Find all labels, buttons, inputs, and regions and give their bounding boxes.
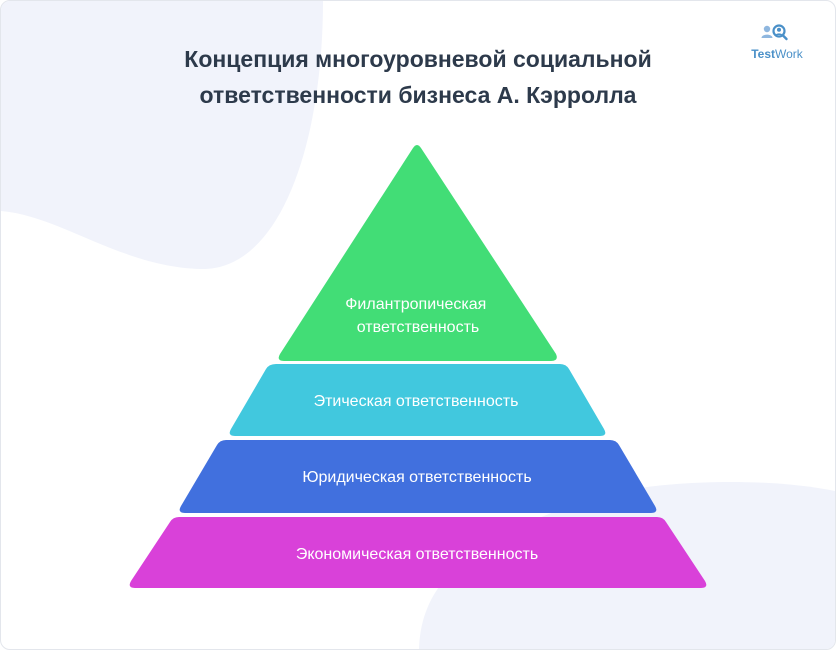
brand-logo: TestWork [747,23,807,63]
logo-text-light: Work [775,47,803,61]
tier-philanthropic [278,145,557,361]
tier-legal-label: Юридическая ответственность [302,469,531,486]
logo-text: TestWork [751,47,803,61]
tier-ethical-label: Этическая ответственность [314,393,519,410]
tier-ethical [229,364,606,436]
tier-philanthropic-label-line-1: Филантропическая [345,296,486,313]
tier-economic [129,517,707,588]
people-search-icon [761,24,788,41]
title-line-1: Концепция многоуровневой социальной [184,46,652,72]
tier-economic-label: Экономическая ответственность [296,546,538,563]
title-line-2: ответственности бизнеса А. Кэрролла [199,82,637,108]
logo-text-main: Test [751,47,775,61]
page-title: Концепция многоуровневой социальной отве… [1,41,835,113]
tier-philanthropic-label-line-2: ответственность [357,319,480,336]
tier-legal [179,440,657,513]
tier-philanthropic-label: Филантропическая ответственность [345,296,491,336]
